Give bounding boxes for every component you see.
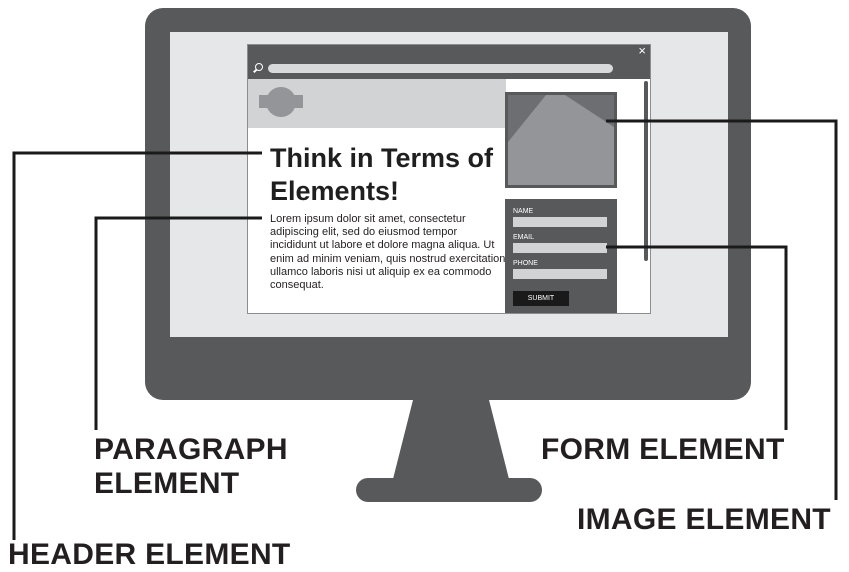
name-field[interactable] — [513, 217, 607, 227]
browser-window: × Think in Terms of Elements! Lorem ipsu… — [247, 44, 651, 314]
paragraph-leader-line — [94, 216, 262, 430]
paragraph-callout-line1: PARAGRAPH — [94, 433, 288, 466]
page-paragraph: Lorem ipsum dolor sit amet, consectetur … — [270, 213, 506, 292]
search-icon — [255, 63, 263, 71]
form-callout: FORM ELEMENT — [541, 433, 785, 466]
image-placeholder-icon — [505, 92, 617, 188]
header-callout: HEADER ELEMENT — [8, 538, 291, 571]
header-leader-line — [12, 151, 262, 540]
phone-field[interactable] — [513, 269, 607, 279]
form-label-name: NAME — [513, 208, 534, 215]
form-leader-line — [606, 245, 788, 430]
email-field[interactable] — [513, 243, 607, 253]
form-label-email: EMAIL — [513, 234, 535, 241]
form-label-phone: PHONE — [513, 260, 538, 267]
image-leader-line — [606, 119, 838, 500]
close-icon[interactable]: × — [638, 44, 646, 58]
submit-button[interactable]: SUBMIT — [513, 291, 569, 306]
monitor-stand-neck — [392, 399, 510, 483]
image-callout: IMAGE ELEMENT — [577, 503, 831, 536]
signup-form: NAME EMAIL PHONE SUBMIT — [505, 199, 617, 313]
monitor-stand-base — [356, 478, 542, 502]
logo-icon — [259, 87, 303, 117]
paragraph-callout-line2: ELEMENT — [94, 467, 240, 500]
scrollbar-thumb[interactable] — [644, 81, 648, 261]
paragraph-callout: PARAGRAPH ELEMENT — [94, 433, 288, 501]
browser-toolbar: × — [248, 45, 650, 79]
page-headline: Think in Terms of Elements! — [270, 143, 494, 206]
address-bar[interactable] — [268, 64, 613, 73]
